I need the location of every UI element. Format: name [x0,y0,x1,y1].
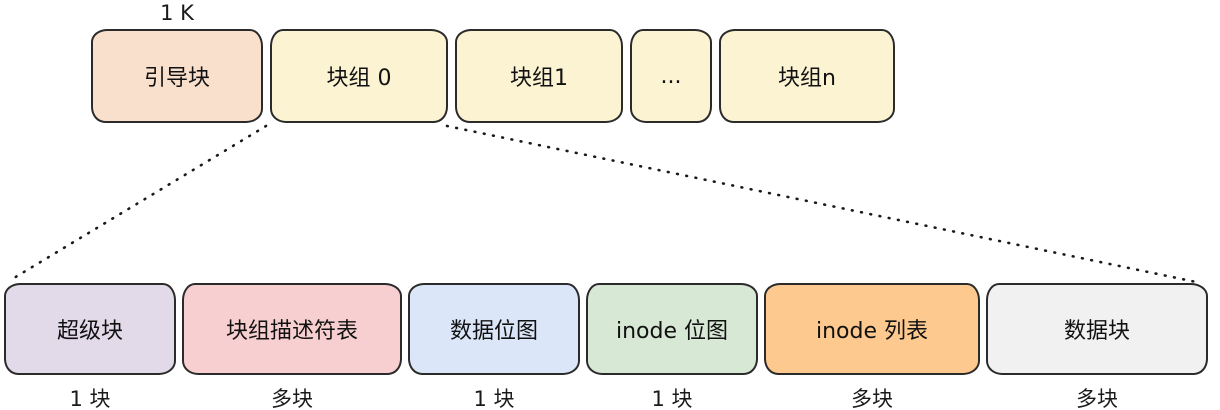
superblock-count-label: 1 块 [69,387,111,410]
superblock-item: 超级块 1 块 [4,283,176,410]
block-group-detail-row: 超级块 1 块 块组描述符表 多块 数据位图 1 块 inode 位图 1 块 … [4,283,1208,410]
inode-bitmap-count-label: 1 块 [651,387,693,410]
data-blocks-count-label: 多块 [1076,387,1118,410]
expansion-line-right [445,124,1203,285]
data-bitmap-count-label: 1 块 [473,387,515,410]
inode-list-count-label: 多块 [851,387,893,410]
boot-block: 引导块 [91,29,263,123]
inode-bitmap: inode 位图 [586,283,758,375]
disk-layout-row: 引导块 块组 0 块组1 ... 块组n [91,29,895,123]
superblock: 超级块 [4,283,176,375]
data-blocks-item: 数据块 多块 [986,283,1208,410]
expansion-line-left [7,124,268,283]
data-bitmap: 数据位图 [408,283,580,375]
inode-list-item: inode 列表 多块 [764,283,980,410]
group-descriptor-table-count-label: 多块 [271,387,313,410]
block-group-1: 块组1 [455,29,623,123]
boot-block-size-label: 1 K [160,1,194,25]
data-blocks: 数据块 [986,283,1208,375]
inode-list: inode 列表 [764,283,980,375]
group-descriptor-table: 块组描述符表 [182,283,402,375]
inode-bitmap-item: inode 位图 1 块 [586,283,758,410]
block-group-0: 块组 0 [270,29,448,123]
block-group-ellipsis: ... [630,29,712,123]
block-group-n: 块组n [719,29,895,123]
data-bitmap-item: 数据位图 1 块 [408,283,580,410]
group-descriptor-table-item: 块组描述符表 多块 [182,283,402,410]
